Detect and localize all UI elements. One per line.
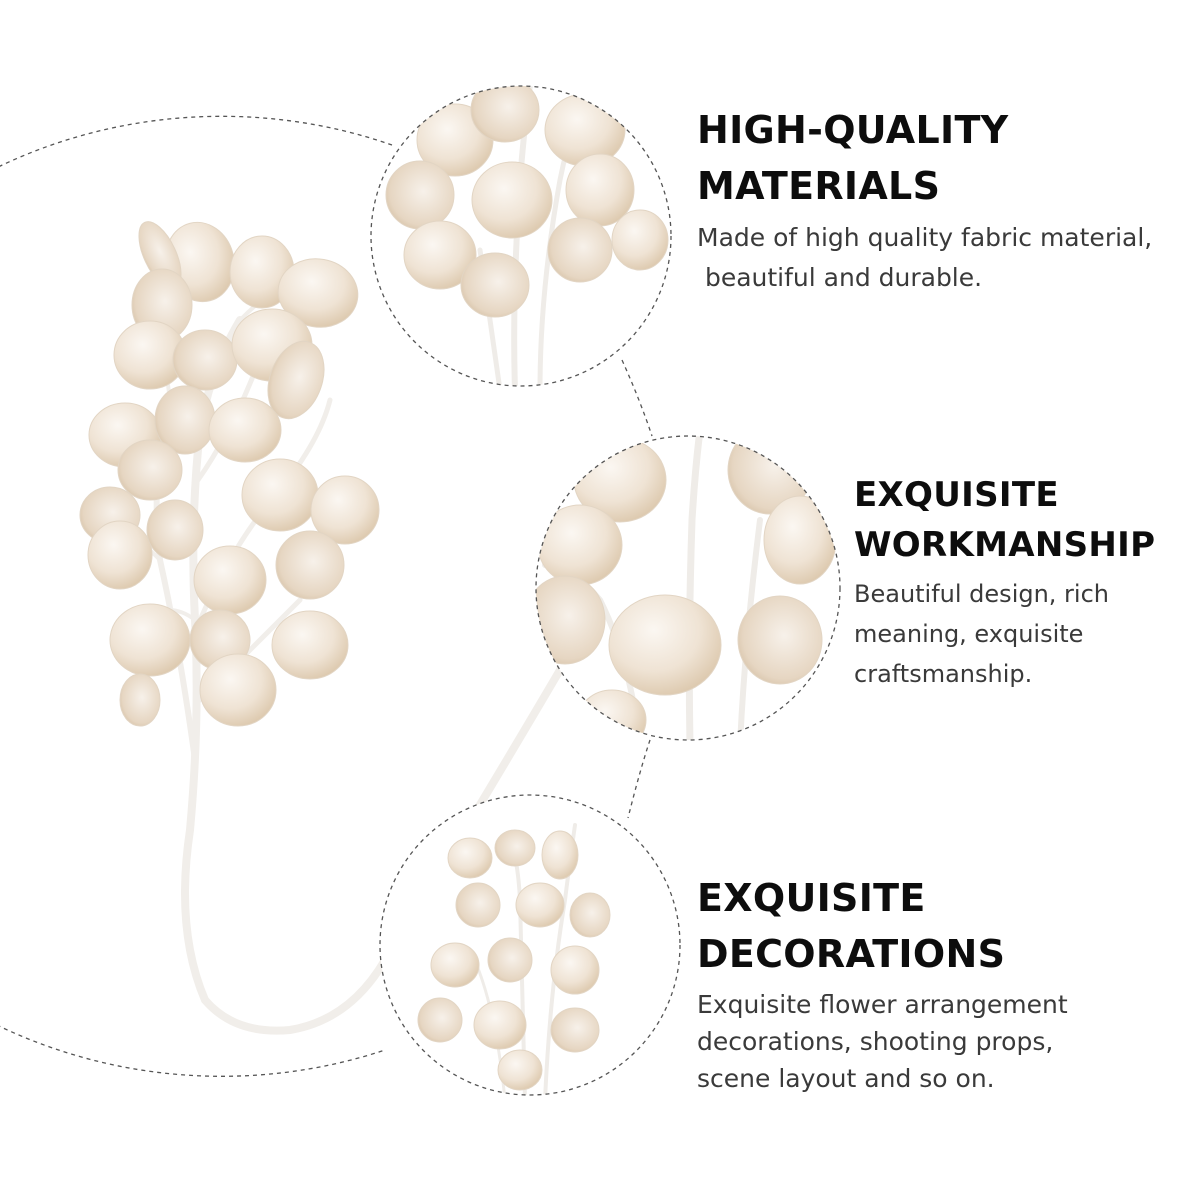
feature-description: Made of high quality fabric material, be… [697,218,1187,298]
feature-decorations: EXQUISITE DECORATIONS Exquisite flower a… [697,870,1157,1097]
feature-materials: HIGH-QUALITY MATERIALS Made of high qual… [697,102,1187,298]
feature-workmanship: EXQUISITE WORKMANSHIP Beautiful design, … [854,470,1184,694]
feature-title-line-2: MATERIALS [697,164,941,208]
feature-title-line-1: EXQUISITE [697,876,926,920]
feature-desc-line-1: Made of high quality fabric material, [697,223,1153,252]
feature-description: Exquisite flower arrangement decorations… [697,986,1157,1097]
feature-title-line-1: HIGH-QUALITY [697,108,1009,152]
feature-desc-line-2: decorations, shooting props, [697,1027,1054,1056]
dashed-connector-2 [627,739,651,819]
dashed-connector-1 [621,359,653,437]
feature-title: HIGH-QUALITY MATERIALS [697,102,1187,214]
feature-description: Beautiful design, rich meaning, exquisit… [854,574,1184,694]
feature-title: EXQUISITE WORKMANSHIP [854,470,1184,570]
feature-title-line-2: WORKMANSHIP [854,525,1156,565]
feature-desc-line-2: meaning, exquisite [854,620,1084,648]
feature-desc-line-1: Beautiful design, rich [854,580,1109,608]
feature-title-line-1: EXQUISITE [854,475,1059,515]
dashed-arc-decoration [0,115,393,1077]
feature-desc-line-3: craftsmanship. [854,660,1033,688]
feature-desc-line-2: beautiful and durable. [697,263,983,292]
detail-circle-materials [370,85,672,387]
eucalyptus-branch-image [79,221,564,1035]
feature-title-line-2: DECORATIONS [697,932,1006,976]
detail-circle-workmanship [535,435,841,741]
feature-desc-line-1: Exquisite flower arrangement [697,990,1068,1019]
feature-desc-line-3: scene layout and so on. [697,1064,995,1093]
feature-title: EXQUISITE DECORATIONS [697,870,1157,982]
detail-circle-decorations [379,794,681,1096]
